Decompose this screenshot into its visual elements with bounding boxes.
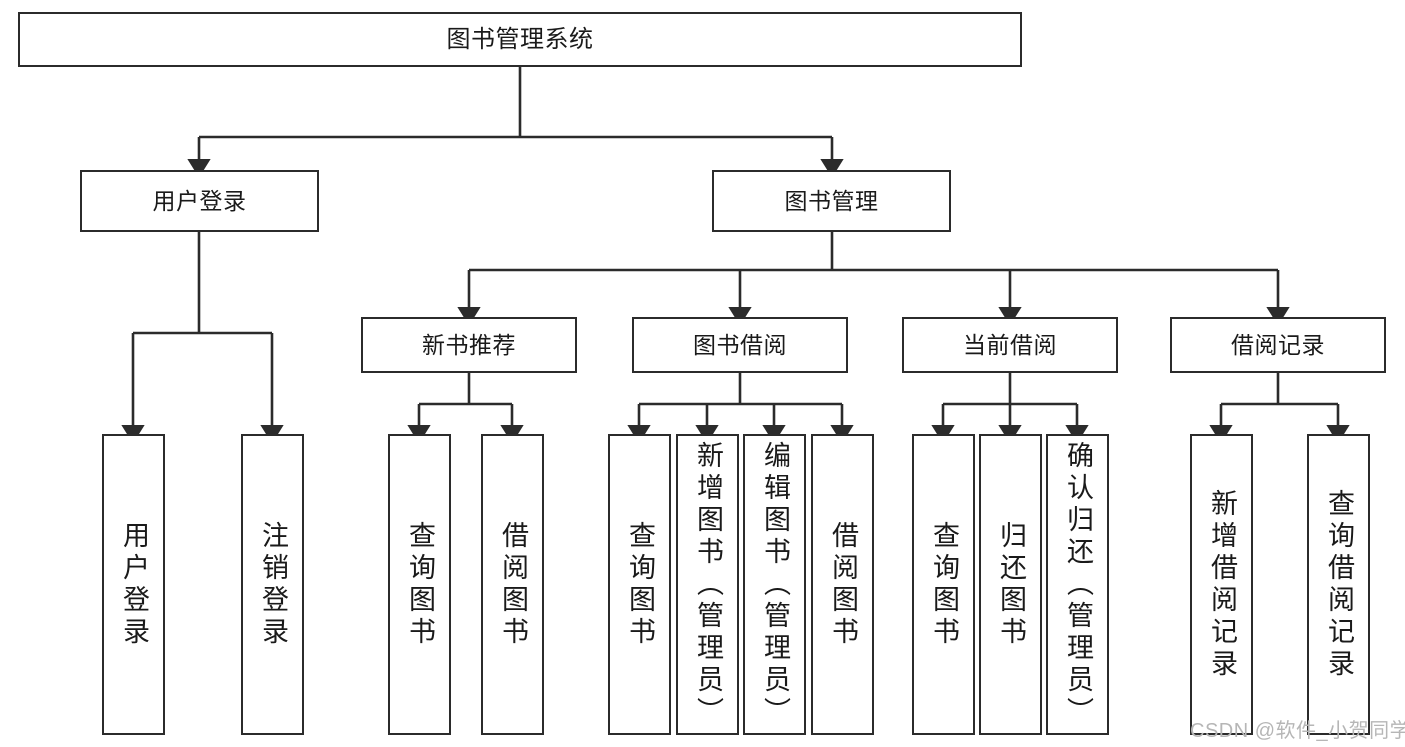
node-leaf-borrow-book-1[interactable]: 借阅图书 bbox=[481, 434, 544, 735]
node-leaf-user-logout[interactable]: 注销登录 bbox=[241, 434, 304, 735]
node-borrow-record-label: 借阅记录 bbox=[1231, 331, 1325, 358]
node-leaf-query-book-2-label: 查询图书 bbox=[625, 520, 655, 649]
node-leaf-borrow-book-1-label: 借阅图书 bbox=[498, 520, 528, 649]
node-book-borrow-label: 图书借阅 bbox=[693, 331, 787, 358]
node-root[interactable]: 图书管理系统 bbox=[18, 12, 1022, 67]
node-user-login[interactable]: 用户登录 bbox=[80, 170, 319, 232]
node-leaf-confirm-return[interactable]: 确认归还（管理员） bbox=[1046, 434, 1109, 735]
node-leaf-confirm-return-label: 确认归还（管理员） bbox=[1063, 440, 1093, 729]
node-leaf-query-book-1-label: 查询图书 bbox=[405, 520, 435, 649]
node-current-borrow[interactable]: 当前借阅 bbox=[902, 317, 1118, 373]
node-current-borrow-label: 当前借阅 bbox=[963, 331, 1057, 358]
node-leaf-edit-book-label: 编辑图书（管理员） bbox=[760, 440, 790, 729]
node-book-borrow[interactable]: 图书借阅 bbox=[632, 317, 848, 373]
node-root-label: 图书管理系统 bbox=[446, 25, 594, 53]
node-leaf-user-login[interactable]: 用户登录 bbox=[102, 434, 165, 735]
node-new-book-recommend-label: 新书推荐 bbox=[422, 331, 516, 358]
node-leaf-return-book-label: 归还图书 bbox=[996, 520, 1026, 649]
node-leaf-query-book-2[interactable]: 查询图书 bbox=[608, 434, 671, 735]
node-leaf-query-book-3-label: 查询图书 bbox=[929, 520, 959, 649]
node-leaf-add-record[interactable]: 新增借阅记录 bbox=[1190, 434, 1253, 735]
node-book-manage-label: 图书管理 bbox=[784, 187, 879, 214]
node-leaf-add-book[interactable]: 新增图书（管理员） bbox=[676, 434, 739, 735]
node-leaf-return-book[interactable]: 归还图书 bbox=[979, 434, 1042, 735]
node-leaf-add-book-label: 新增图书（管理员） bbox=[693, 440, 723, 729]
node-leaf-borrow-book-2-label: 借阅图书 bbox=[828, 520, 858, 649]
node-book-manage[interactable]: 图书管理 bbox=[712, 170, 951, 232]
node-leaf-edit-book[interactable]: 编辑图书（管理员） bbox=[743, 434, 806, 735]
node-leaf-query-record[interactable]: 查询借阅记录 bbox=[1307, 434, 1370, 735]
node-borrow-record[interactable]: 借阅记录 bbox=[1170, 317, 1386, 373]
node-user-login-label: 用户登录 bbox=[152, 187, 247, 214]
node-leaf-user-logout-label: 注销登录 bbox=[258, 520, 288, 649]
node-leaf-query-book-1[interactable]: 查询图书 bbox=[388, 434, 451, 735]
node-new-book-recommend[interactable]: 新书推荐 bbox=[361, 317, 577, 373]
node-leaf-add-record-label: 新增借阅记录 bbox=[1207, 488, 1237, 681]
node-leaf-query-book-3[interactable]: 查询图书 bbox=[912, 434, 975, 735]
node-leaf-query-record-label: 查询借阅记录 bbox=[1324, 488, 1354, 681]
node-leaf-user-login-label: 用户登录 bbox=[119, 520, 149, 649]
node-leaf-borrow-book-2[interactable]: 借阅图书 bbox=[811, 434, 874, 735]
